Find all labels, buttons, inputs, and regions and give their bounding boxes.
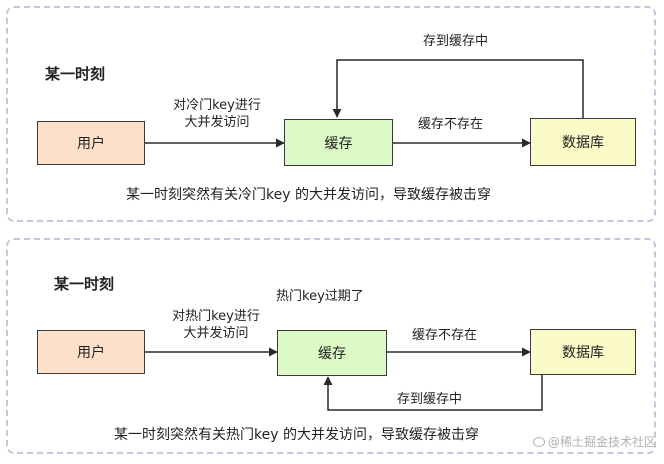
edge-label-line-2: 大并发访问 xyxy=(183,326,249,341)
panel1-user-node: 用户 xyxy=(37,121,145,165)
panel2-user-node: 用户 xyxy=(37,330,145,374)
panel1-cache-node: 缓存 xyxy=(284,119,393,166)
arrow-db-to-cache-2 xyxy=(323,375,543,411)
edge-label-line-1: 对热门key进行 xyxy=(172,309,260,324)
panel1-db-node: 数据库 xyxy=(530,118,636,166)
panel2-edge-cache-db-label: 缓存不存在 xyxy=(412,328,478,343)
panel1-edge-user-cache-label: 对冷门key进行 大并发访问 xyxy=(155,97,279,131)
panel2-cache-node: 缓存 xyxy=(277,330,387,376)
juejin-logo-icon xyxy=(532,436,545,447)
panel2-db-node: 数据库 xyxy=(530,329,636,375)
panel-hot-key xyxy=(6,238,656,454)
panel1-edge-db-cache-label: 存到缓存中 xyxy=(423,34,489,49)
edge-label-line-2: 大并发访问 xyxy=(184,115,250,130)
edge-label-line-1: 对冷门key进行 xyxy=(173,98,261,113)
panel1-title: 某一时刻 xyxy=(45,65,106,83)
arrow-db-to-cache-1 xyxy=(332,59,584,118)
panel2-caption: 某一时刻突然有关热门key 的大并发访问，导致缓存被击穿 xyxy=(114,427,479,443)
watermark-text: @稀土掘金技术社区 xyxy=(547,435,656,449)
panel2-title: 某一时刻 xyxy=(54,275,115,293)
panel1-caption: 某一时刻突然有关冷门key 的大并发访问，导致缓存被击穿 xyxy=(126,187,491,203)
panel2-edge-db-cache-label: 存到缓存中 xyxy=(397,392,463,407)
panel2-edge-user-cache-label: 对热门key进行 大并发访问 xyxy=(150,308,282,342)
panel2-note: 热门key过期了 xyxy=(276,289,364,304)
panel1-edge-cache-db-label: 缓存不存在 xyxy=(418,117,484,132)
panel-cold-key xyxy=(6,6,656,222)
watermark: @稀土掘金技术社区 xyxy=(532,433,656,450)
